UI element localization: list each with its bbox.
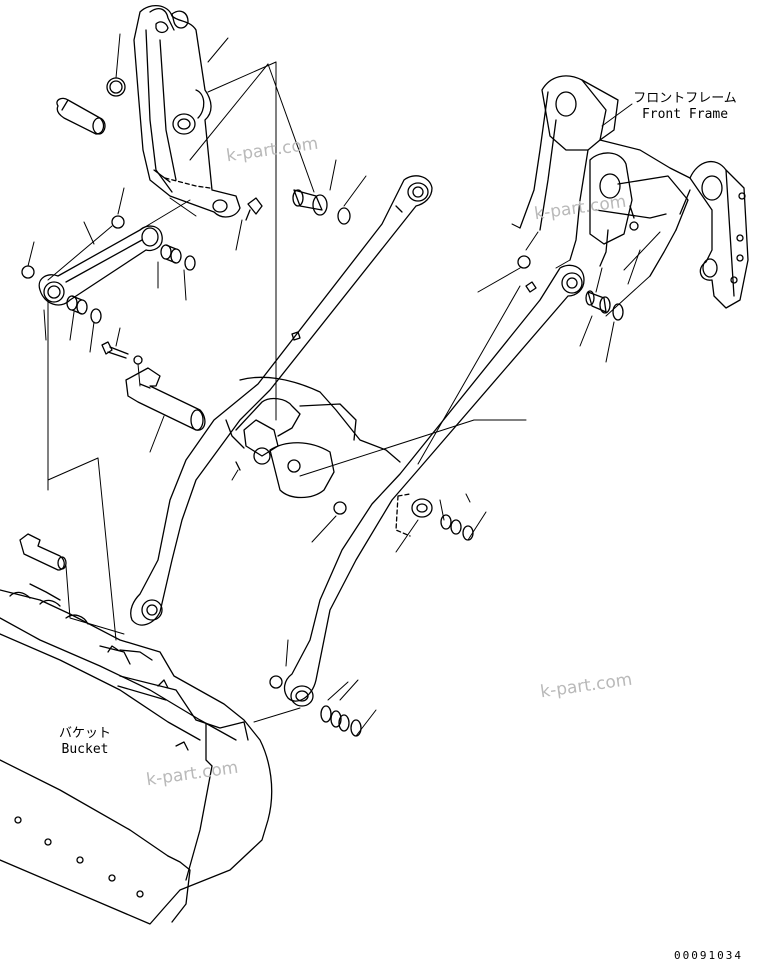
washer bbox=[133, 355, 143, 365]
bell-crank bbox=[133, 5, 241, 218]
bucket-label-jp: バケット bbox=[58, 726, 111, 741]
stop-block bbox=[291, 331, 301, 341]
grease-fitting bbox=[525, 281, 537, 293]
pin-bucket bbox=[19, 533, 67, 571]
grease-fitting bbox=[245, 197, 263, 221]
cross-tube bbox=[225, 376, 401, 499]
o-ring bbox=[333, 501, 347, 515]
o-ring bbox=[350, 719, 362, 737]
leader-lines bbox=[27, 33, 661, 737]
bucket-label-en: Bucket bbox=[61, 742, 109, 757]
bucket bbox=[0, 583, 273, 925]
o-ring bbox=[462, 525, 474, 541]
bushing bbox=[66, 295, 88, 315]
pin-top bbox=[56, 97, 106, 135]
o-ring bbox=[111, 215, 125, 229]
bushing bbox=[585, 290, 611, 314]
pin-long bbox=[125, 367, 206, 431]
o-ring bbox=[517, 255, 531, 269]
o-ring bbox=[612, 303, 624, 321]
drawing-code: 00091034 bbox=[674, 949, 743, 962]
front-frame-label-en: Front Frame bbox=[641, 107, 729, 122]
o-ring bbox=[269, 675, 283, 689]
front-frame-label-jp: フロントフレーム bbox=[633, 91, 737, 106]
o-ring bbox=[337, 207, 351, 225]
lift-arm-right bbox=[283, 264, 585, 707]
tilt-link bbox=[38, 225, 163, 306]
front-frame bbox=[519, 75, 749, 309]
bushing bbox=[160, 244, 182, 264]
bushing bbox=[292, 189, 328, 216]
o-ring bbox=[21, 265, 35, 279]
lift-arm-left bbox=[130, 175, 433, 626]
o-ring bbox=[184, 255, 196, 271]
bushing bbox=[440, 514, 462, 535]
bushing bbox=[320, 705, 350, 732]
bolt bbox=[101, 341, 129, 359]
o-ring bbox=[90, 308, 102, 324]
